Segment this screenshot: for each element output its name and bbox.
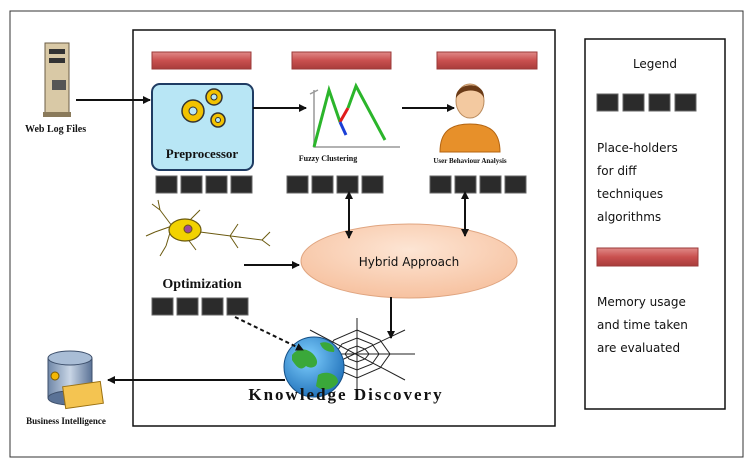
hybrid-approach-cloud [300,223,518,299]
preprocessor-box [151,83,254,171]
user-behaviour-label: User Behaviour Analysis [433,157,507,165]
business-intelligence-label: Business Intelligence [26,416,106,426]
placeholder-blocks-optimization [151,297,249,316]
legend-placeholder-line-4: algorithms [597,210,661,224]
legend-title: Legend [633,57,677,71]
placeholder-bar-user-behaviour [436,51,538,70]
legend-placeholder-blocks [596,93,697,112]
globe-icon [283,336,345,398]
preprocessor-label: Preprocessor [166,146,239,161]
legend-placeholder-line-3: techniques [597,187,663,201]
legend-memory-line-1: Memory usage [597,295,686,309]
placeholder-blocks-user-behaviour [429,175,527,194]
hybrid-approach-label: Hybrid Approach [359,255,459,269]
legend-placeholder-line-2: for diff [597,164,637,178]
outer-frame [9,10,744,458]
placeholder-bar-preprocessor [151,51,252,70]
placeholder-blocks-preprocessor [155,175,253,194]
knowledge-discovery-label: Knowledge Discovery [248,385,443,404]
legend-memory-line-2: and time taken [597,318,688,332]
server-icon [43,42,71,117]
gears-icon [181,88,226,128]
placeholder-bar-clustering [291,51,392,70]
web-log-files-label: Web Log Files [25,124,86,135]
database-icon [47,350,104,410]
legend-placeholder-line-1: Place-holders [597,141,678,155]
neuron-icon [145,199,271,257]
legend-red-bar [596,247,699,267]
placeholder-blocks-clustering [286,175,384,194]
optimization-label: Optimization [162,277,242,292]
legend-memory-line-3: are evaluated [597,341,680,355]
fuzzy-clustering-label: Fuzzy Clustering [299,154,357,163]
user-icon [439,83,501,153]
arrow-optimization-to-discovery [234,316,304,351]
chart-icon [309,82,400,148]
